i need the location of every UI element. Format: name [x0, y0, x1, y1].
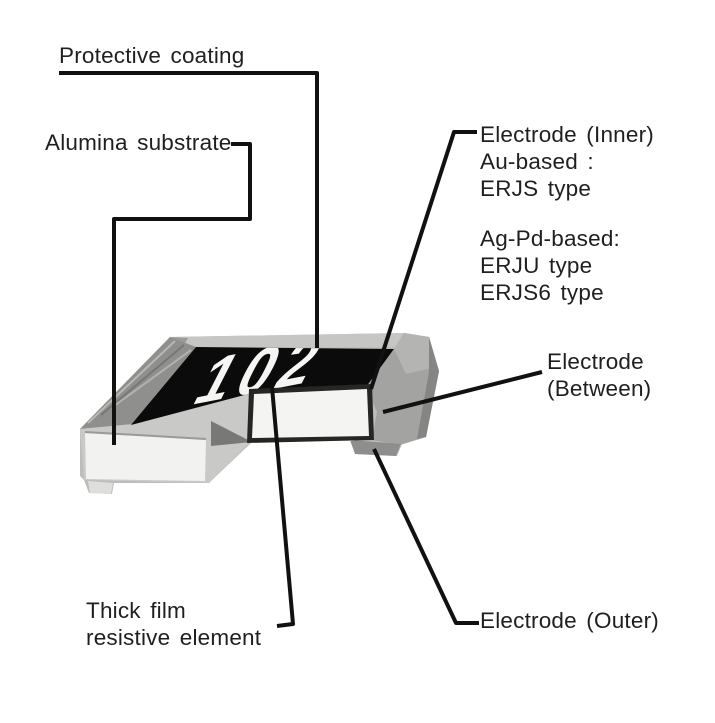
- alumina-substrate-text: Alumina substrate: [45, 130, 232, 155]
- electrode-inner-spacer: [480, 202, 654, 225]
- chip-between-electrode-face: [252, 389, 369, 438]
- thick-film-line-2: resistive element: [86, 625, 262, 650]
- electrode-inner-line-4: Ag-Pd-based:: [480, 226, 620, 251]
- label-electrode-inner: Electrode (Inner) Au-based : ERJS type A…: [480, 121, 654, 306]
- chip-far-edge: [170, 333, 404, 347]
- chip-body: 102: [80, 333, 439, 494]
- label-electrode-between: Electrode (Between): [547, 348, 651, 402]
- leader-electrode-between: [382, 370, 543, 414]
- chip-top-coating: [131, 347, 394, 425]
- leader-protective-coating: [59, 71, 319, 348]
- electrode-inner-line-3: ERJS type: [480, 176, 592, 201]
- chip-step-shadow: [211, 421, 252, 446]
- electrode-inner-line-6: ERJS6 type: [480, 280, 604, 305]
- electrode-inner-line-1: Electrode (Inner): [480, 122, 654, 147]
- protective-coating-text: Protective coating: [59, 43, 245, 68]
- electrode-inner-line-2: Au-based :: [480, 149, 594, 174]
- chip-outer-electrode-foot-right: [350, 440, 401, 456]
- label-protective-coating: Protective coating: [59, 42, 244, 69]
- leader-electrode-outer: [372, 448, 479, 625]
- chip-foot-left: [88, 481, 113, 494]
- electrode-outer-text: Electrode (Outer): [480, 608, 659, 633]
- thick-film-line-1: Thick film: [86, 598, 186, 623]
- label-alumina-substrate: Alumina substrate: [45, 129, 232, 156]
- electrode-between-line-1: Electrode: [547, 349, 644, 374]
- chip-right-cap-top: [394, 333, 436, 374]
- electrode-inner-line-5: ERJU type: [480, 253, 593, 278]
- leader-electrode-inner: [369, 130, 477, 390]
- chip-right-cap-edge: [417, 337, 439, 439]
- leader-thick-film: [270, 386, 295, 628]
- label-thick-film-resistive-element: Thick film resistive element: [86, 597, 261, 651]
- chip-left-electrode-face: [85, 433, 206, 481]
- label-electrode-outer: Electrode (Outer): [480, 607, 659, 634]
- electrode-between-line-2: (Between): [547, 376, 652, 401]
- leader-alumina-substrate: [112, 142, 252, 445]
